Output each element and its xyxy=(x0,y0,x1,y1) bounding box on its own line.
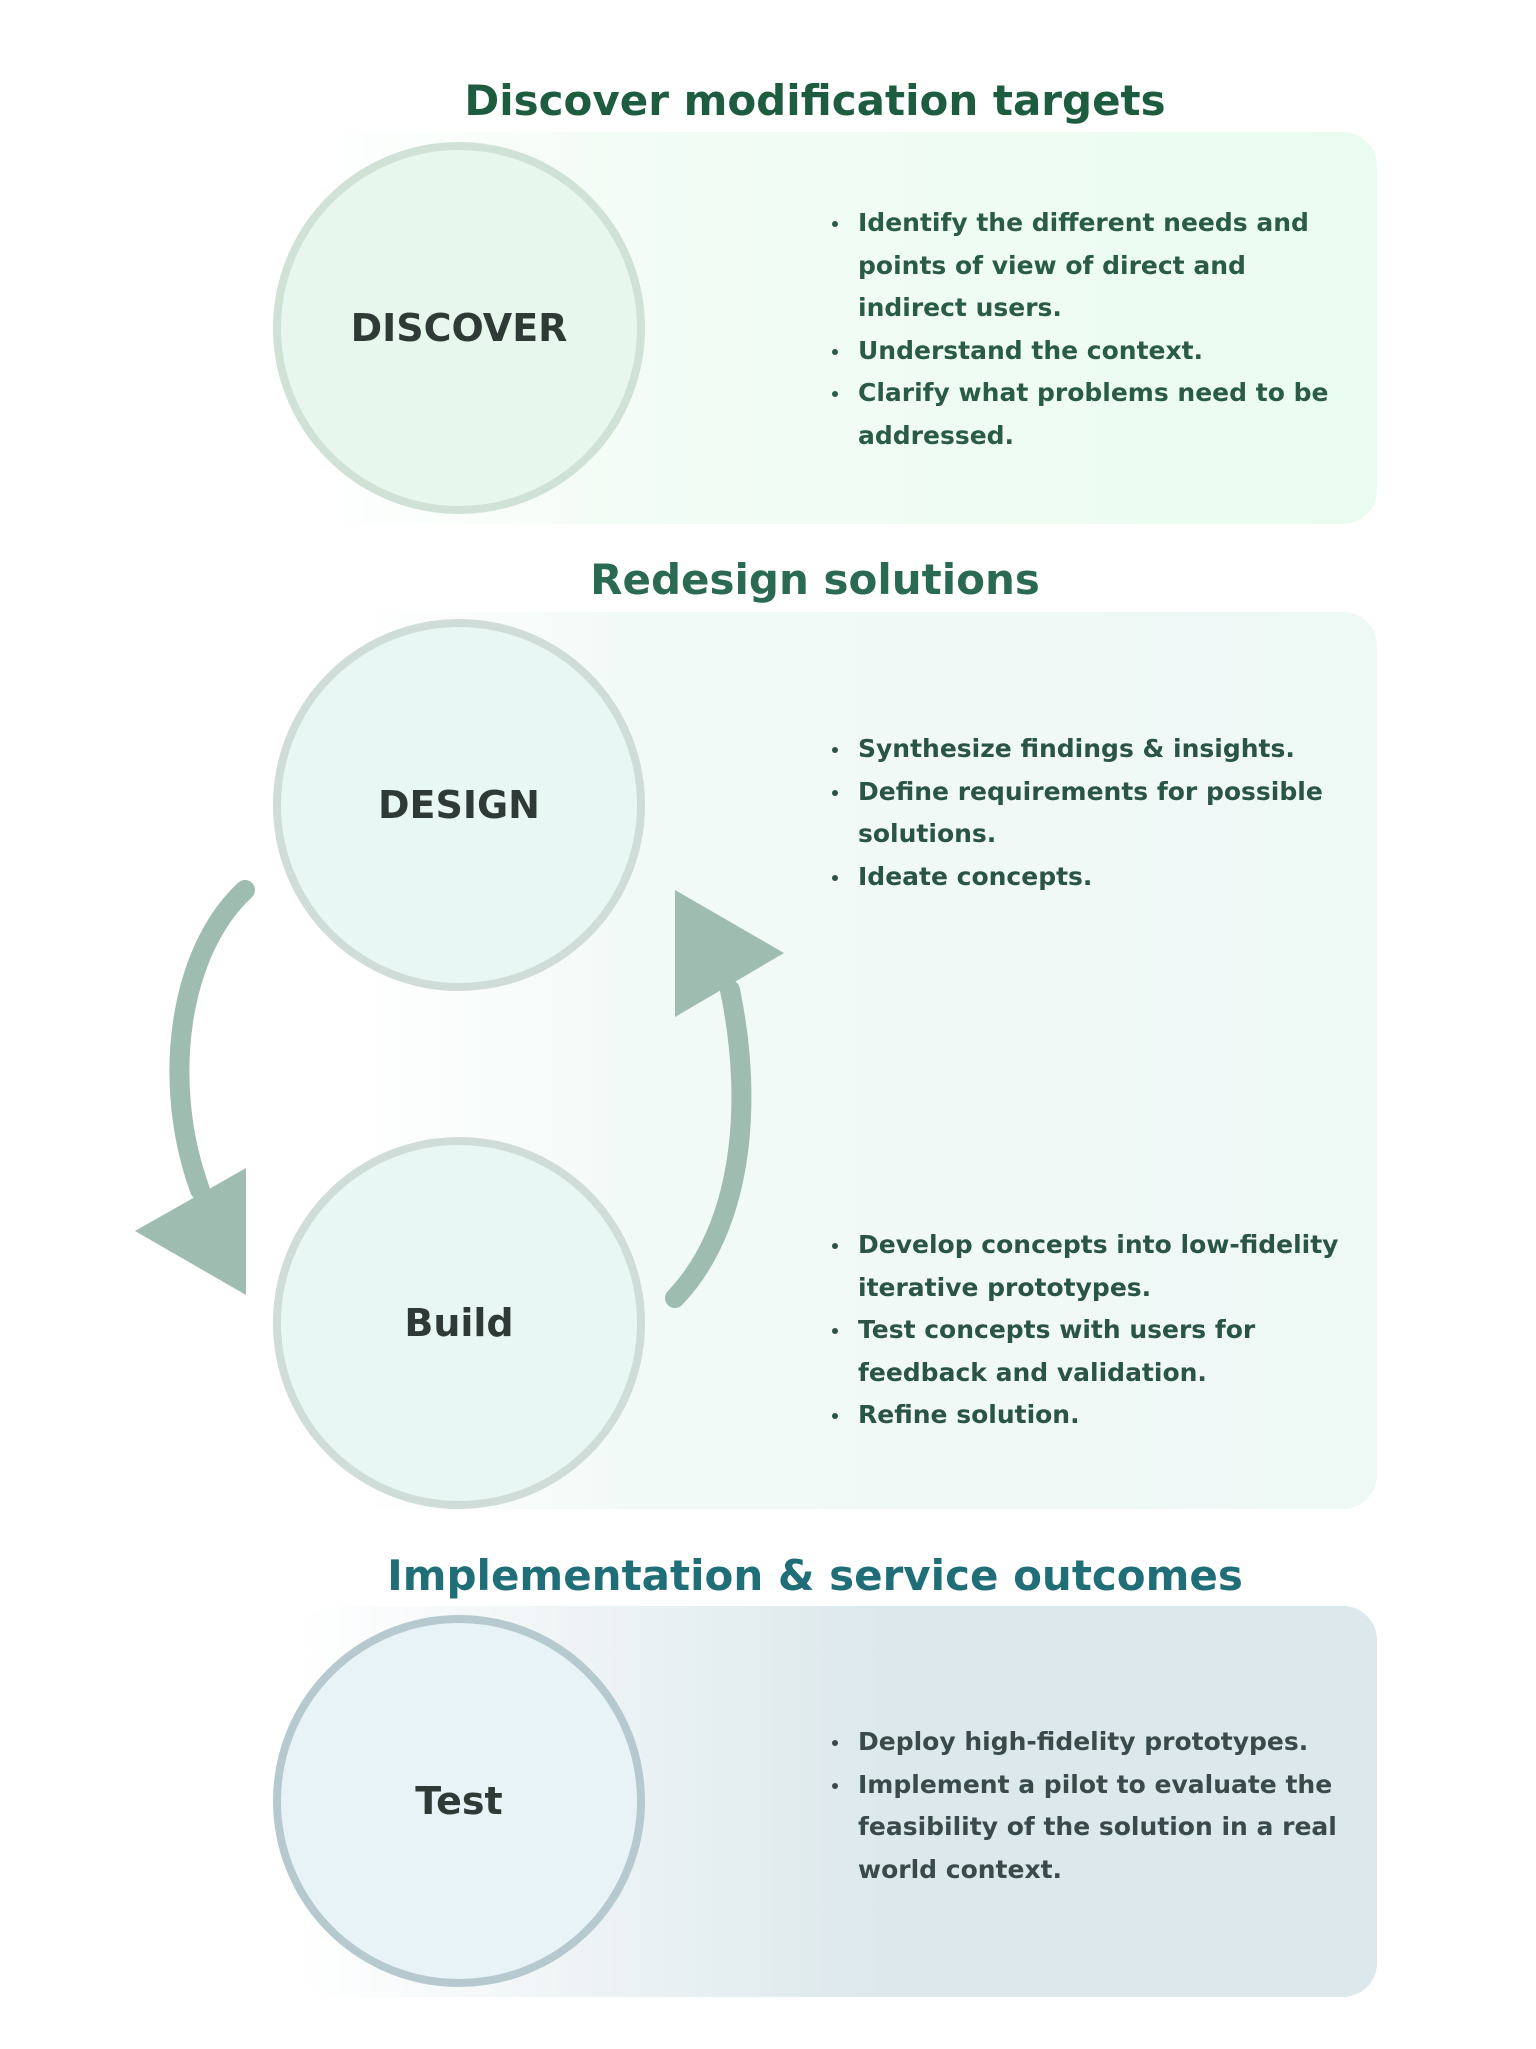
section-title-implementation: Implementation & service outcomes xyxy=(387,1551,1243,1600)
build-label: Build xyxy=(404,1301,514,1345)
test-circle: Test xyxy=(273,1615,645,1987)
discover-circle: DISCOVER xyxy=(273,142,645,514)
build-circle: Build xyxy=(273,1137,645,1509)
arrow-design-to-build xyxy=(169,880,255,1200)
bullet: Clarify what problems need to be address… xyxy=(832,372,1352,457)
bullet: Refine solution. xyxy=(832,1394,1352,1437)
bullet: Deploy high-fidelity prototypes. xyxy=(832,1721,1352,1764)
bullet: Synthesize findings & insights. xyxy=(832,728,1352,771)
bullet: Develop concepts into low-fidelity itera… xyxy=(832,1224,1352,1309)
section-title-discover: Discover modification targets xyxy=(464,76,1166,125)
arrow-build-to-design xyxy=(665,980,752,1308)
test-bullets: Deploy high-fidelity prototypes. Impleme… xyxy=(832,1721,1352,1891)
bullet: Ideate concepts. xyxy=(832,856,1352,899)
discover-label: DISCOVER xyxy=(350,306,568,350)
section-title-redesign: Redesign solutions xyxy=(590,555,1040,604)
design-bullets: Synthesize findings & insights. Define r… xyxy=(832,728,1352,898)
design-label: DESIGN xyxy=(377,783,540,827)
arrowhead-down-icon xyxy=(135,1168,246,1295)
bullet: Define requirements for possible solutio… xyxy=(832,771,1352,856)
build-bullets: Develop concepts into low-fidelity itera… xyxy=(832,1224,1352,1437)
bullet: Understand the context. xyxy=(832,330,1352,373)
bullet: Test concepts with users for feedback an… xyxy=(832,1309,1352,1394)
bullet: Implement a pilot to evaluate the feasib… xyxy=(832,1764,1352,1892)
bullet: Identify the different needs and points … xyxy=(832,202,1352,330)
design-circle: DESIGN xyxy=(273,619,645,991)
test-label: Test xyxy=(415,1779,503,1823)
arrowhead-up-icon xyxy=(675,890,784,1017)
discover-bullets: Identify the different needs and points … xyxy=(832,202,1352,457)
